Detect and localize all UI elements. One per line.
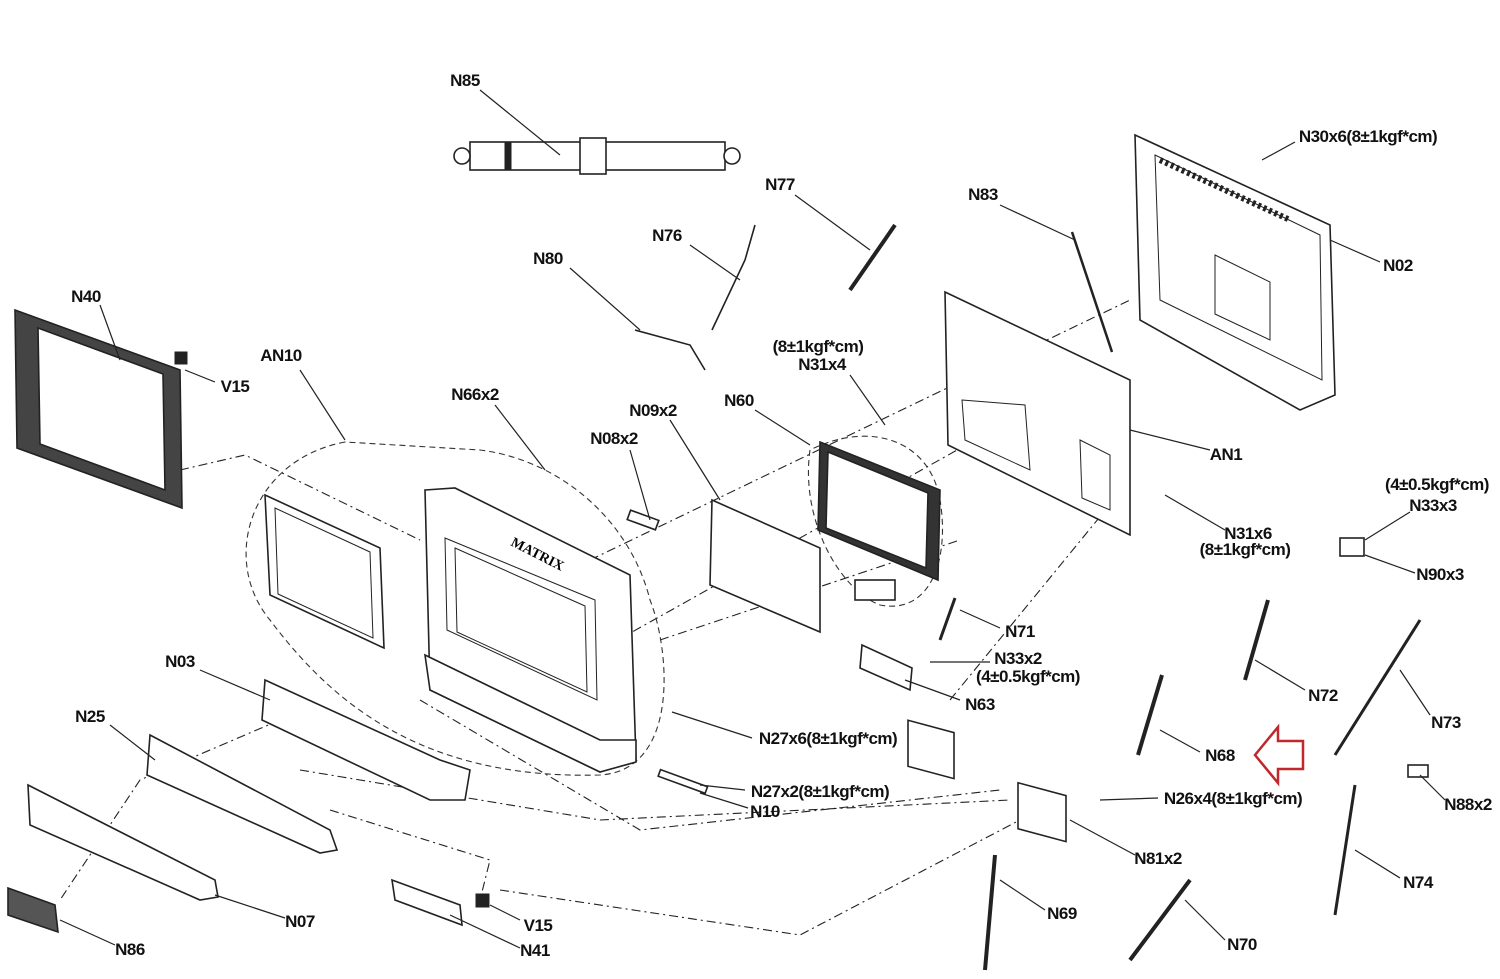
label-n03: N03 [165,652,195,671]
part-n66 [626,509,660,531]
label-n31x4-torque: (8±1kgf*cm) [773,337,864,356]
label-n31x6-torque: (8±1kgf*cm) [1200,540,1291,559]
label-n60: N60 [724,391,754,410]
label-n33x3: N33x3 [1409,496,1457,515]
label-n10: N10 [750,802,780,821]
label-n31x6: N31x6 [1224,524,1272,543]
part-v15-lower [475,893,490,908]
label-n68: N68 [1205,746,1235,765]
part-labels: N85 N77 N76 N80 N83 N30x6(8±1kgf*cm) N02… [71,71,1492,960]
label-n33x2: N33x2 [994,649,1042,668]
label-an1: AN1 [1210,445,1243,464]
label-n31x4: N31x4 [798,355,847,374]
label-n33x3-torque: (4±0.5kgf*cm) [1385,475,1489,494]
label-n33x2-torque: (4±0.5kgf*cm) [976,667,1080,686]
fans-and-boards [859,537,1429,843]
label-n83: N83 [968,185,998,204]
label-n69: N69 [1047,904,1077,923]
label-n70: N70 [1227,935,1257,954]
label-n90: N90x3 [1416,565,1464,584]
label-n86: N86 [115,940,145,959]
label-n26: N26x4(8±1kgf*cm) [1164,789,1302,808]
part-an1-bracket [944,290,1131,537]
label-n73: N73 [1431,713,1461,732]
part-n09-glass [709,498,821,634]
part-console-housing: MATRIX [423,487,637,773]
label-n08: N08x2 [590,429,638,448]
label-n02: N02 [1383,256,1413,275]
part-an10-overlay [264,493,385,650]
part-v15-upper [174,351,188,365]
label-n40: N40 [71,287,101,306]
label-n27x2: N27x2(8±1kgf*cm) [751,782,889,801]
label-n81: N81x2 [1134,849,1182,868]
part-n02-rear-cover [1134,133,1336,411]
label-n72: N72 [1308,686,1338,705]
label-n74: N74 [1403,873,1434,892]
label-n77: N77 [765,175,795,194]
label-n76: N76 [652,226,682,245]
label-n85: N85 [450,71,480,90]
label-n07: N07 [285,912,315,931]
front-trim-parts [7,678,471,934]
label-n41: N41 [520,941,550,960]
label-n27x6: N27x6(8±1kgf*cm) [759,729,897,748]
leader-lines [59,89,1446,949]
label-v15-upper: V15 [221,377,250,396]
label-n09: N09x2 [629,401,677,420]
cables [634,223,1422,971]
part-n40-frame [14,308,183,510]
part-n60-lcd [817,440,941,601]
highlight-arrow-icon [1253,723,1305,787]
label-n88: N88x2 [1444,795,1492,814]
label-n80: N80 [533,249,563,268]
label-n25: N25 [75,707,105,726]
label-n30: N30x6(8±1kgf*cm) [1299,127,1437,146]
part-n85-handle [453,137,741,175]
label-n66: N66x2 [451,385,499,404]
label-an10: AN10 [260,346,302,365]
label-n63: N63 [965,695,995,714]
label-v15-lower: V15 [524,916,553,935]
label-n71: N71 [1005,622,1035,641]
